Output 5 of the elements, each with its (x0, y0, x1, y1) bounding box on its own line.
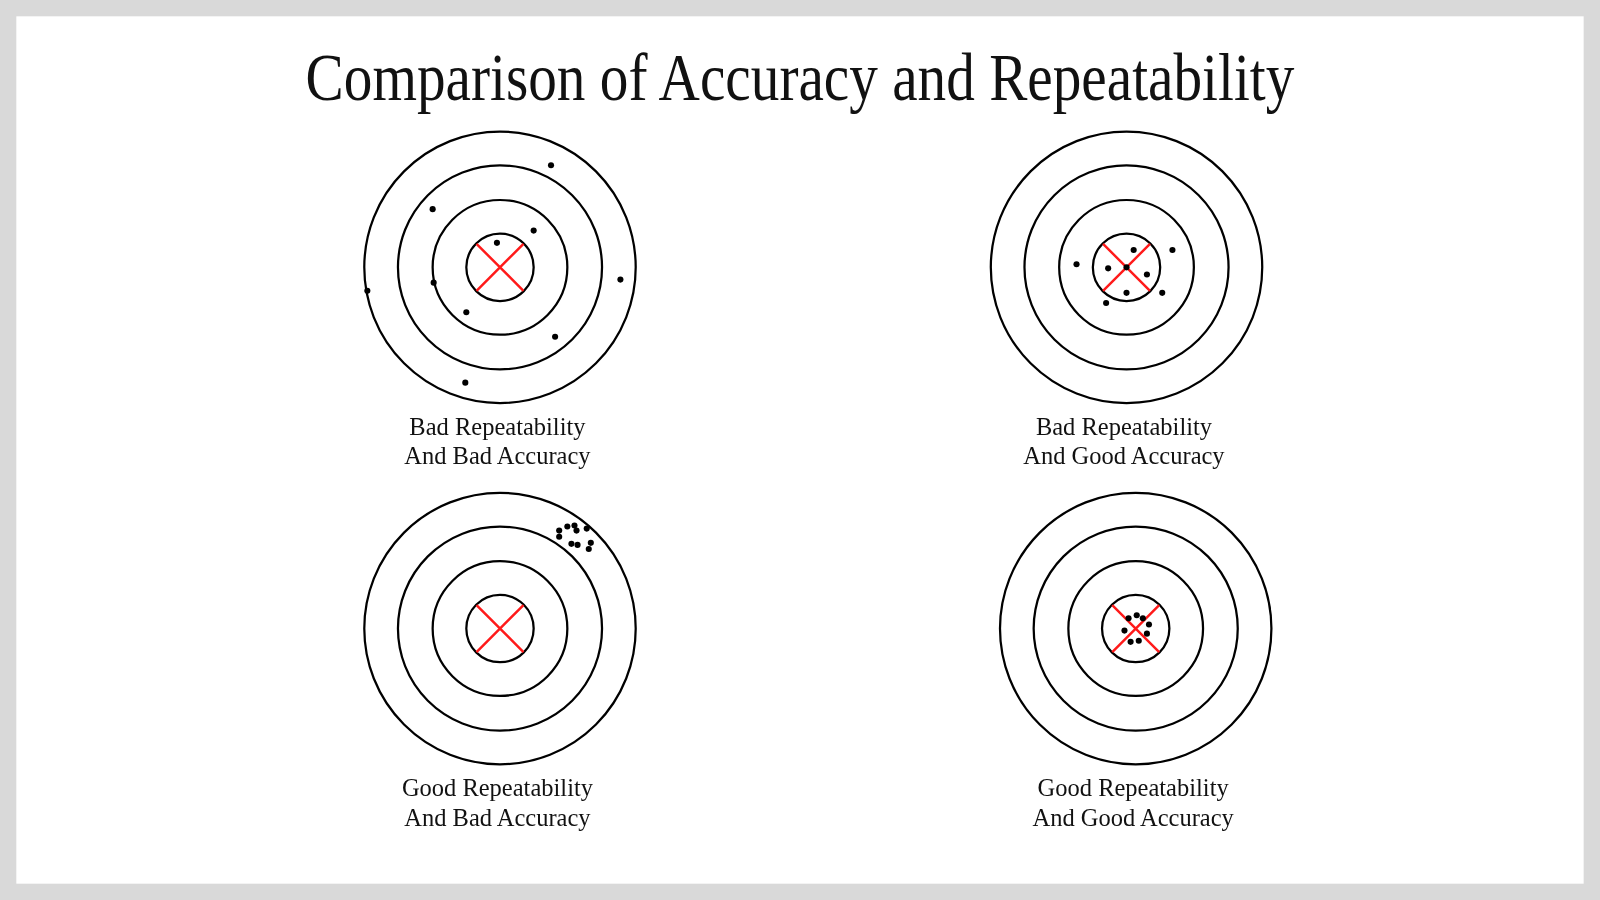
target-caption: Bad Repeatability And Good Accuracy (1022, 412, 1226, 472)
target-caption: Good Repeatability And Bad Accuracy (400, 773, 594, 833)
target-caption: Bad Repeatability And Bad Accuracy (403, 412, 592, 472)
target-caption: Good Repeatability And Good Accuracy (1031, 773, 1235, 833)
diagram-title: Comparison of Accuracy and Repeatability (304, 38, 1296, 117)
